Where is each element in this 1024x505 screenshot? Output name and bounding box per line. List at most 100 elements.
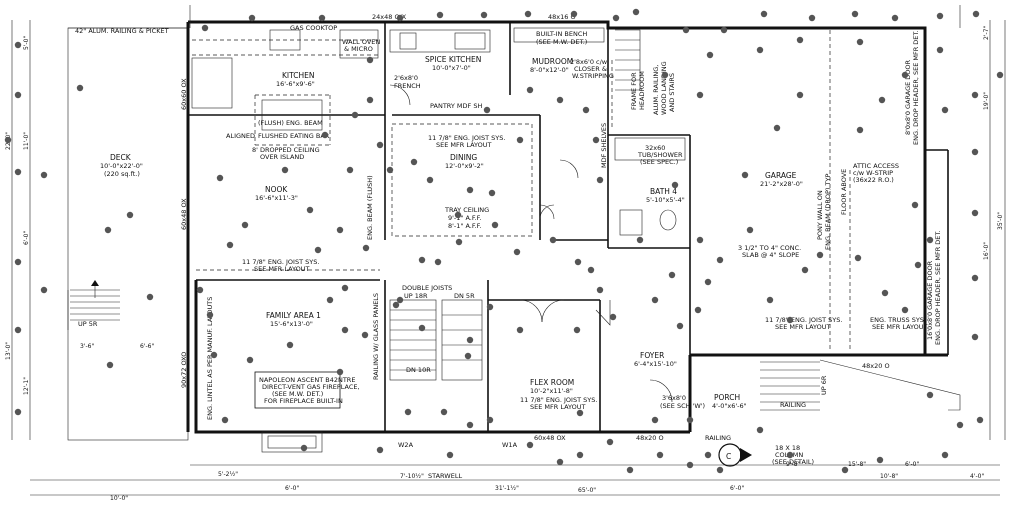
dim-right-35: 35'-0"	[997, 212, 1004, 230]
dim-b10: 6'-0"	[905, 461, 919, 468]
reference-dot	[570, 10, 578, 18]
reference-dot	[576, 409, 584, 417]
window-90x72: 90x72 OXO	[180, 352, 188, 388]
reference-dot	[686, 461, 694, 469]
reference-dot	[651, 416, 659, 424]
reference-dot	[612, 14, 620, 22]
reference-dot	[851, 10, 859, 18]
mudroom-size: 8'-0"x12'-0"	[530, 66, 569, 74]
dimension-lines	[11, 5, 1006, 496]
reference-dot	[694, 306, 702, 314]
note-wood-landing: WOOD LANDING	[660, 61, 668, 115]
reference-dot	[436, 11, 444, 19]
note-tub3: (SEE SPEC.)	[640, 158, 678, 166]
section-marker	[718, 443, 752, 467]
reference-dot	[606, 438, 614, 446]
dim-b1: 6'-0"	[285, 485, 299, 492]
note-up6: UP 6R	[820, 375, 828, 395]
note-joist-dining2: SEE MFR LAYOUT	[436, 141, 492, 149]
reference-dot	[336, 226, 344, 234]
window-60x48: 60x48 OX	[534, 434, 566, 442]
note-double-joists: DOUBLE JOISTS	[402, 284, 452, 292]
deck-railing-note: 42" ALUM. RAILING & PICKET	[75, 27, 169, 35]
window-48x20-garage: 48x20 O	[862, 362, 890, 370]
kitchen-name: KITCHEN	[282, 71, 315, 80]
note-eng-truss: ENG. TRUSS SYS.	[870, 316, 926, 324]
note-joist-family2: SEE MFR LAYOUT	[254, 265, 310, 273]
mudroom-name: MUDROOM	[532, 57, 573, 66]
nook-size: 16'-6"x11'-3"	[255, 194, 298, 202]
kitchen-counters	[191, 27, 605, 131]
reference-dot	[300, 444, 308, 452]
nook-name: NOOK	[265, 185, 288, 194]
reference-dot	[626, 466, 634, 474]
reference-dot	[281, 166, 289, 174]
reference-dot	[741, 171, 749, 179]
family-size: 15'-6"x13'-0"	[270, 320, 313, 328]
note-up18: UP 18R	[404, 292, 428, 300]
reference-dot	[466, 421, 474, 429]
reference-dot	[656, 451, 664, 459]
reference-dot	[248, 14, 256, 22]
note-tray3: 8'-1" A.F.F.	[448, 222, 481, 230]
reference-dot	[876, 456, 884, 464]
reference-dot	[716, 256, 724, 264]
note-fireplace1: NAPOLEON ASCENT B42NTRE	[259, 376, 355, 384]
reference-dot	[376, 446, 384, 454]
reference-dot	[396, 14, 404, 22]
reference-dot	[410, 158, 418, 166]
reference-dot	[881, 289, 889, 297]
note-eng-truss2: SEE MFR LAYOUT	[872, 323, 928, 331]
reference-dot	[524, 10, 532, 18]
reference-dot	[341, 284, 349, 292]
reference-dot	[901, 71, 909, 79]
fireplace	[254, 371, 341, 453]
dim-b9: 4'-0"	[970, 473, 984, 480]
reference-dot	[856, 126, 864, 134]
reference-dot	[336, 368, 344, 376]
note-gas-cooktop: GAS COOKTOP	[290, 24, 337, 32]
dim-b7: 15'-8"	[848, 461, 866, 468]
note-joist-flex: 11 7/8" ENG. JOIST SYS.	[520, 396, 597, 404]
reference-dot	[972, 10, 980, 18]
reference-dot	[976, 416, 984, 424]
note-railing-stair: RAILING	[780, 401, 806, 409]
section-marker-label: C	[726, 452, 731, 461]
bath-fixtures	[614, 137, 686, 236]
reference-dot	[455, 238, 463, 246]
reference-dot	[210, 351, 218, 359]
reference-dot	[196, 286, 204, 294]
note-column3: (SEE DETAIL)	[772, 458, 814, 466]
dim-b3: 7'-10½"	[400, 473, 424, 480]
doors	[389, 84, 673, 403]
reference-dot	[466, 336, 474, 344]
note-pantry: PANTRY MDF SH	[430, 102, 482, 110]
deck-up-stairs: UP 5R	[78, 320, 98, 328]
reference-dot	[609, 313, 617, 321]
reference-dot	[576, 451, 584, 459]
dining-size: 12'-0"x9'-2"	[445, 162, 484, 170]
dim-b6: 9'-8"	[786, 461, 800, 468]
garage-name: GARAGE	[765, 171, 797, 180]
reference-dot	[491, 221, 499, 229]
note-starwell: STARWELL	[428, 472, 462, 480]
deck-name: DECK	[110, 153, 132, 162]
reference-dot	[216, 174, 224, 182]
reference-dot	[446, 451, 454, 459]
dim-left-11: 11'-0"	[23, 132, 30, 150]
note-joist-flex2: SEE MFR LAYOUT	[530, 403, 586, 411]
reference-dot	[911, 201, 919, 209]
reference-dot	[440, 408, 448, 416]
reference-dot	[14, 168, 22, 176]
reference-dot	[971, 274, 979, 282]
note-fireplace4: FOR FIREPLACE BUILT-IN	[264, 397, 343, 405]
window-60x48-nook: 60x48 OX	[180, 198, 188, 230]
dim-right-19: 19'-0"	[983, 92, 990, 110]
reference-dot	[362, 244, 370, 252]
reference-dot	[201, 24, 209, 32]
reference-dot	[341, 326, 349, 334]
deck-area-label: (220 sq.ft.)	[104, 170, 140, 178]
reference-dot	[856, 38, 864, 46]
kitchen-size: 16'-6"x9'-6"	[276, 80, 315, 88]
